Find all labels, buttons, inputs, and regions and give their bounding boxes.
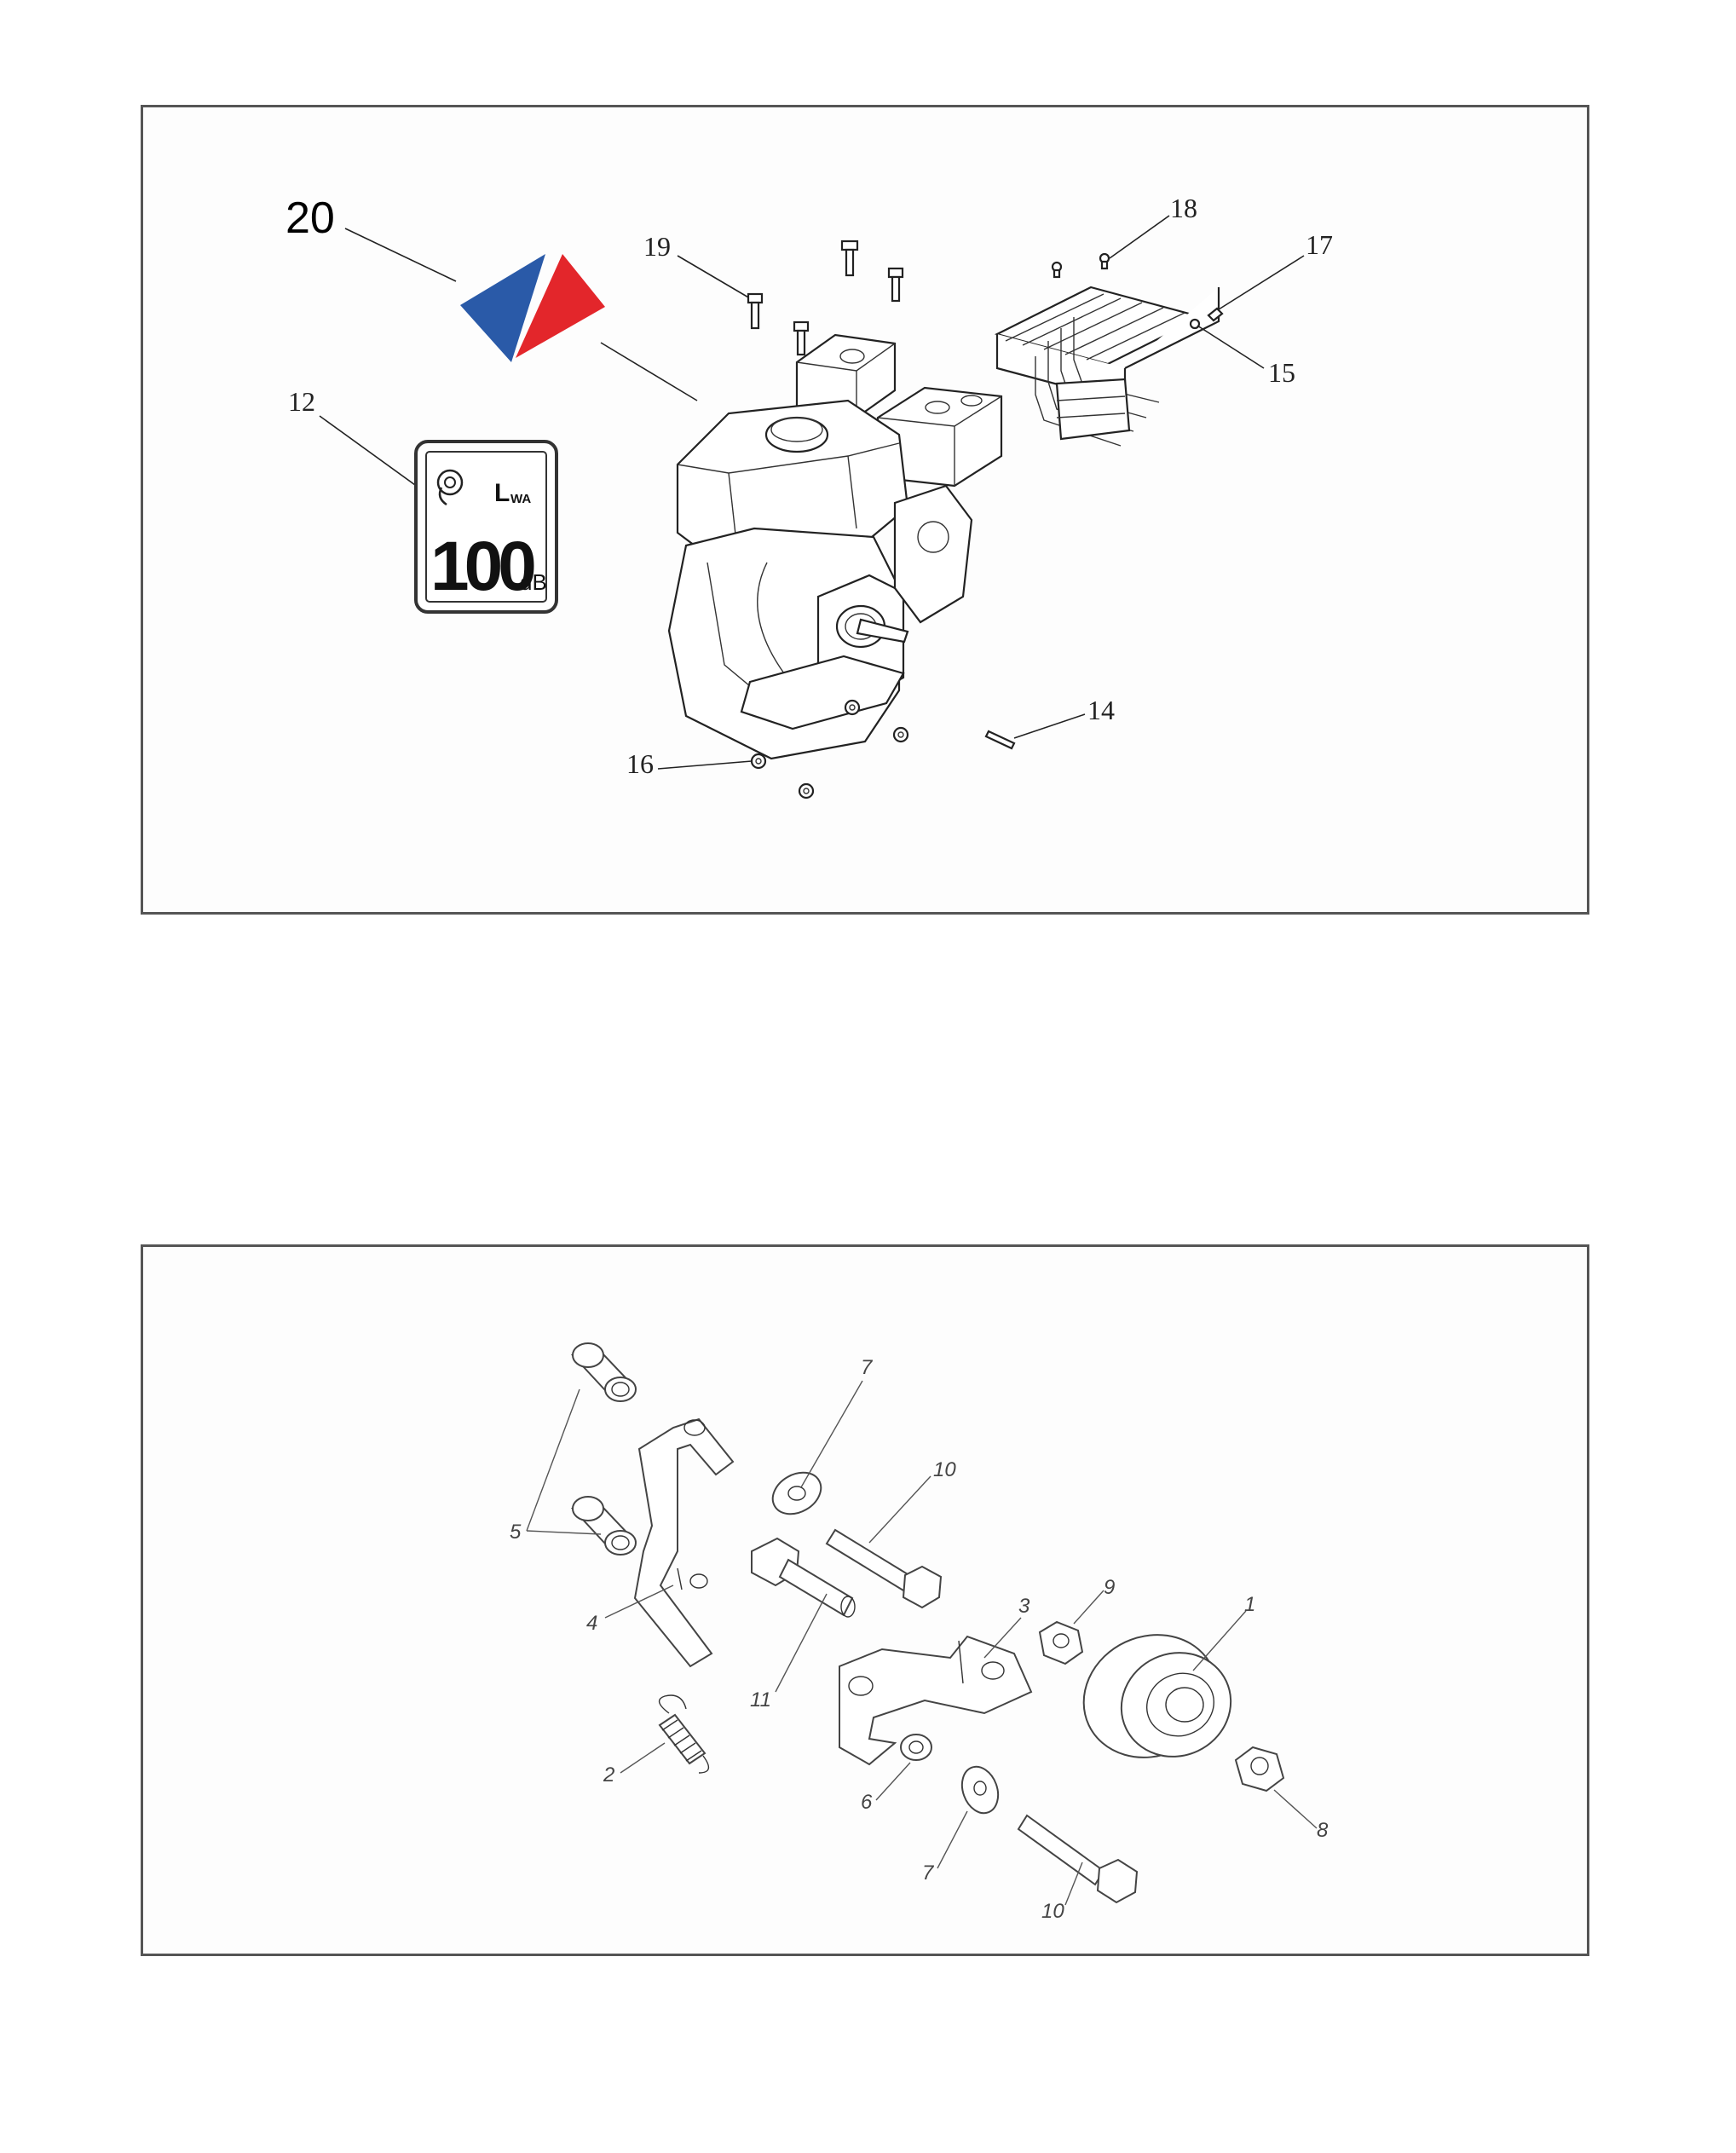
screw — [1099, 252, 1110, 270]
callout-17: 17 — [1306, 229, 1333, 260]
stud-bolt — [984, 730, 1016, 750]
callout-4: 4 — [586, 1612, 597, 1635]
callout-14: 14 — [1087, 695, 1115, 725]
leader-line — [344, 228, 457, 282]
idler-pulley — [1082, 1634, 1232, 1758]
noise-subscript: WA — [510, 492, 531, 506]
leader-line — [800, 1380, 863, 1488]
screw-tip — [1207, 307, 1224, 322]
noise-level-label: L WA 100 dB — [414, 440, 558, 614]
washer — [771, 1471, 822, 1515]
callout-7-top: 7 — [861, 1356, 874, 1379]
bolt — [747, 292, 764, 330]
callout-2: 2 — [603, 1763, 614, 1786]
spring — [658, 1694, 710, 1774]
leader-line — [1273, 1789, 1318, 1829]
hex-nut — [1038, 1620, 1084, 1665]
noise-symbol: L — [494, 479, 510, 507]
shoulder-bolt — [751, 1537, 856, 1618]
callout-9: 9 — [1104, 1576, 1115, 1599]
bracket — [633, 1417, 735, 1668]
noise-unit: dB — [520, 569, 547, 595]
bolt — [793, 320, 810, 356]
callout-6: 6 — [861, 1791, 873, 1814]
leader-line — [1073, 1590, 1104, 1625]
screw — [1051, 261, 1063, 279]
leader-line — [620, 1742, 666, 1774]
leader-line — [1197, 325, 1265, 369]
leader-line — [1013, 713, 1086, 739]
ear-icon — [436, 469, 464, 506]
callout-3: 3 — [1018, 1595, 1030, 1618]
callout-20: 20 — [285, 193, 335, 243]
callout-19: 19 — [643, 231, 671, 262]
muffler-guard — [994, 286, 1220, 447]
nut — [892, 726, 909, 743]
bushing — [570, 1342, 637, 1402]
tension-arm — [839, 1635, 1033, 1766]
leader-line — [677, 255, 751, 299]
hex-bolt — [1017, 1814, 1139, 1904]
leader-line — [526, 1388, 580, 1532]
callout-1: 1 — [1244, 1593, 1255, 1616]
leader-line — [600, 342, 698, 401]
callout-12: 12 — [288, 386, 315, 417]
leader-line — [1064, 1862, 1083, 1906]
engine — [667, 333, 1003, 760]
brand-logo — [460, 254, 605, 362]
leader-line — [868, 1475, 931, 1544]
small-washer — [900, 1734, 932, 1761]
bolt — [840, 240, 859, 277]
hex-bolt — [825, 1528, 943, 1609]
idler-diagram-panel — [141, 1244, 1589, 1956]
bushing — [570, 1496, 637, 1556]
callout-18: 18 — [1170, 193, 1197, 223]
lock-nut — [1234, 1746, 1285, 1792]
leader-line — [657, 760, 753, 770]
washer — [960, 1765, 1000, 1815]
noise-value: 100 — [430, 528, 534, 605]
leader-line — [1218, 255, 1305, 310]
callout-16: 16 — [626, 748, 654, 779]
nut — [844, 699, 861, 716]
nut — [750, 753, 767, 770]
callout-15: 15 — [1268, 357, 1295, 388]
leader-line — [983, 1617, 1022, 1659]
callout-10-top: 10 — [933, 1458, 956, 1481]
nut-small — [1189, 318, 1201, 330]
callout-11: 11 — [750, 1688, 771, 1711]
leader-line — [604, 1584, 674, 1619]
leader-line — [875, 1762, 911, 1801]
leader-line — [1109, 215, 1170, 259]
callout-10-bottom: 10 — [1041, 1900, 1064, 1923]
leader-line — [526, 1530, 602, 1535]
callout-7-bottom: 7 — [922, 1862, 935, 1885]
callout-5: 5 — [510, 1521, 522, 1544]
nut — [798, 782, 815, 799]
leader-line — [775, 1593, 828, 1693]
leader-line — [937, 1810, 968, 1869]
bolt — [887, 267, 904, 303]
leader-line — [1192, 1610, 1247, 1671]
callout-8: 8 — [1317, 1819, 1329, 1842]
